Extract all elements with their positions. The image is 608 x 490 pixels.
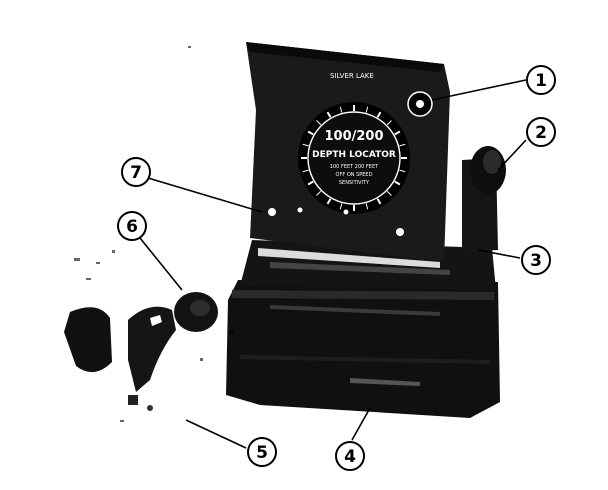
switch-knob <box>396 228 404 236</box>
dial-fine-print-2: OFF ON SPEED <box>336 172 373 178</box>
leader-1 <box>431 79 527 101</box>
callout-5: 5 <box>247 437 277 467</box>
dial-tick <box>394 180 401 186</box>
dial-title: DEPTH LOCATOR <box>312 150 396 160</box>
print-speckle <box>74 46 234 422</box>
leader-lines <box>139 79 527 449</box>
callout-4: 4 <box>335 441 365 471</box>
dial-tick <box>394 130 401 136</box>
dial-fine-print-1: 100 FEET 200 FEET <box>330 164 379 170</box>
dial-reading: 100/200 <box>324 129 383 144</box>
brand-label: SILVER LAKE <box>330 72 374 80</box>
dial-tick <box>326 198 332 205</box>
mounting-bracket <box>462 146 506 252</box>
leader-4 <box>351 407 371 441</box>
dial-tick <box>302 169 309 173</box>
callout-3: 3 <box>521 245 551 275</box>
base-housing <box>226 280 500 418</box>
dial-tick <box>316 190 322 196</box>
dial-tick <box>365 106 369 113</box>
dial-tick <box>376 198 382 205</box>
leader-5 <box>185 419 247 449</box>
leader-7 <box>147 177 263 213</box>
dial-tick <box>307 180 314 186</box>
dial-tick <box>365 203 369 210</box>
dial-tick <box>339 106 343 113</box>
dial-tick <box>399 169 406 173</box>
svg-text:2: 2 <box>535 123 547 143</box>
svg-text:6: 6 <box>126 217 138 237</box>
sensitivity-knob <box>268 208 276 216</box>
dial-tick <box>399 143 406 147</box>
dial-tick <box>339 203 343 210</box>
transducer-assembly <box>64 292 218 411</box>
leader-3 <box>477 249 521 259</box>
dial-tick <box>316 120 322 126</box>
dial-ticks <box>301 105 407 211</box>
dial-tick <box>386 190 392 196</box>
svg-text:4: 4 <box>344 447 356 467</box>
dial-fine-print-3: SENSITIVITY <box>339 180 370 186</box>
dial-tick <box>386 120 392 126</box>
leader-2 <box>497 139 527 171</box>
callout-6: 6 <box>117 211 147 241</box>
dial-tick <box>307 130 314 136</box>
callout-2: 2 <box>526 117 556 147</box>
svg-text:7: 7 <box>130 163 142 183</box>
svg-text:3: 3 <box>530 251 542 271</box>
leader-6 <box>139 237 183 291</box>
svg-text:5: 5 <box>256 443 268 463</box>
callout-1: 1 <box>526 65 556 95</box>
svg-text:1: 1 <box>535 71 547 91</box>
dial-tick <box>326 111 332 118</box>
dial-tick <box>376 111 382 118</box>
control-knobs <box>268 91 433 236</box>
callout-7: 7 <box>121 157 151 187</box>
dial-tick <box>302 143 309 147</box>
depth-dial: 100/200 DEPTH LOCATOR 100 FEET 200 FEET … <box>298 102 410 214</box>
